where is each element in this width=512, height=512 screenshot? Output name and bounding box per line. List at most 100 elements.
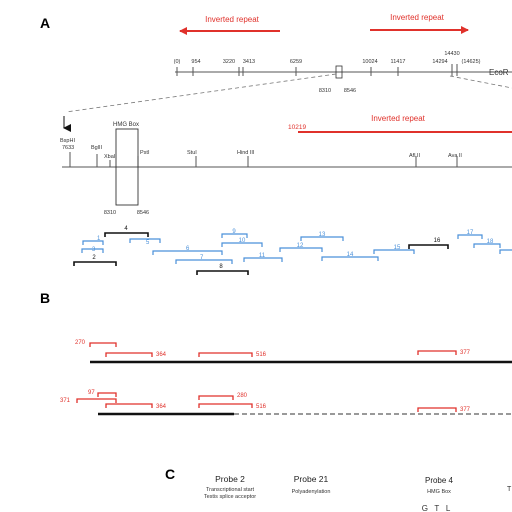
map-tick-label: 6259 xyxy=(290,59,302,65)
fragment-280 xyxy=(198,395,234,400)
hmg-region-box xyxy=(335,65,343,79)
probe-18-bar xyxy=(473,243,501,248)
fragment-377 xyxy=(417,350,457,355)
fragment-364 xyxy=(105,403,153,408)
panel-b-row-2: 97 371 364 280 516 377 xyxy=(60,390,512,416)
panel-b-row-1: 270 364 516 377 xyxy=(75,340,512,364)
probe-21-header: Probe 21 Polyadenylation xyxy=(292,474,331,495)
fragment-label: 364 xyxy=(156,404,167,410)
fragment-label: 371 xyxy=(60,398,71,404)
map-tick-label: 3220 xyxy=(223,59,235,65)
probe-15-bar xyxy=(373,249,415,254)
probe-2-header: Probe 2 Transcriptional start Testis spl… xyxy=(204,474,256,500)
map-tick-label: 14294 xyxy=(432,59,447,65)
fragment-516 xyxy=(198,403,253,408)
probe-5-bar xyxy=(129,238,161,243)
inverted-repeat-zoom-start: 10219 xyxy=(288,124,306,131)
probe-12-label: 12 xyxy=(297,243,304,249)
map-tick-label: (0) xyxy=(174,59,181,65)
panel-a-label: A xyxy=(40,15,50,31)
probe-1-bar xyxy=(82,240,104,245)
site-label: PstI xyxy=(140,150,150,156)
map-tick-label: 11417 xyxy=(391,59,406,65)
inverted-repeat-left-label: Inverted repeat xyxy=(205,15,260,24)
site-label: Hind III xyxy=(237,150,255,156)
probe-2-bar xyxy=(73,261,117,266)
probe-12-bar xyxy=(279,247,323,252)
probe-set: 4 2 8 16 1 3 5 6 7 9 10 11 12 13 14 15 1… xyxy=(73,226,512,275)
probe-21-sub: Polyadenylation xyxy=(292,489,331,495)
fragment-label: 364 xyxy=(156,352,167,358)
site-label: 7633 xyxy=(62,145,74,151)
probe-14-label: 14 xyxy=(347,252,354,258)
probe-4-letters: G T L xyxy=(422,504,451,512)
fragment-label: 280 xyxy=(237,393,248,399)
probe-16-bar xyxy=(408,244,449,249)
full-map: (0) 954 3220 3413 6259 10024 11417 14294… xyxy=(174,51,512,94)
map-tick-label: 954 xyxy=(191,59,200,65)
probe-3-label: 3 xyxy=(92,247,96,253)
map-tick-label-top: 14430 xyxy=(444,51,459,57)
probe-17-bar xyxy=(457,234,483,239)
fragment-label: 516 xyxy=(256,352,267,358)
inverted-repeat-right-label: Inverted repeat xyxy=(390,13,445,22)
fragment-label: 516 xyxy=(256,404,267,410)
fragment-377 xyxy=(417,407,457,412)
fragment-516 xyxy=(198,352,253,357)
probe-17-label: 17 xyxy=(467,230,474,236)
probe-4-sub: HMG Box xyxy=(427,489,451,495)
probe-8-label: 8 xyxy=(219,264,223,270)
fragment-label: 377 xyxy=(460,407,471,413)
map-tick-label: 3413 xyxy=(243,59,255,65)
site-label: Ava II xyxy=(448,153,462,159)
probe-6-label: 6 xyxy=(186,246,190,252)
probe-partial-bar xyxy=(499,249,512,254)
map-suffix: EcoR xyxy=(489,68,509,77)
hmg-box xyxy=(115,128,139,206)
box-start-label: 8310 xyxy=(319,88,331,94)
fragment-97 xyxy=(97,392,117,397)
probe-14-bar xyxy=(321,256,379,261)
probe-9-label: 9 xyxy=(232,229,236,235)
zoom-line-right xyxy=(449,75,512,89)
site-label: Afl II xyxy=(409,153,420,159)
site-label: BspHI xyxy=(60,138,75,144)
fragment-371 xyxy=(76,398,117,403)
probe-11-bar xyxy=(243,257,283,262)
probe-9-bar xyxy=(221,233,248,238)
probe-2-label: 2 xyxy=(92,255,96,261)
probe-2-title: Probe 2 xyxy=(215,474,245,484)
site-label: XbaI xyxy=(104,154,116,160)
zoom-line-left xyxy=(65,73,337,113)
inverted-repeat-right: Inverted repeat xyxy=(370,13,469,34)
hmg-box-label: HMG Box xyxy=(113,122,139,128)
probe-3-bar xyxy=(81,248,104,253)
inverted-repeat-zoom: Inverted repeat 10219 xyxy=(288,114,512,133)
probe-10-label: 10 xyxy=(239,238,246,244)
hmg-start-label: 8310 xyxy=(104,210,116,216)
fragment-270 xyxy=(89,342,117,347)
probe-13-label: 13 xyxy=(319,232,326,238)
panel-c-label: C xyxy=(165,466,175,482)
probe-7-label: 7 xyxy=(200,255,204,261)
site-label: StuI xyxy=(187,150,197,156)
zoom-map: BspHI 7633 BglII XbaI PstI StuI Hind III… xyxy=(60,116,512,216)
site-label: BglII xyxy=(91,145,102,151)
probe-4-label: 4 xyxy=(124,226,128,232)
cropped-header: T xyxy=(507,486,512,493)
fragment-364 xyxy=(105,352,153,357)
probe-1-label: 1 xyxy=(97,236,101,242)
map-tick-label: 10024 xyxy=(362,59,377,65)
inverted-repeat-zoom-label: Inverted repeat xyxy=(371,114,426,123)
panel-b-label: B xyxy=(40,290,50,306)
probe-6-bar xyxy=(152,250,223,255)
map-tick-label: (14625) xyxy=(462,59,481,65)
fragment-label: 270 xyxy=(75,340,86,346)
probe-10-bar xyxy=(221,242,263,247)
probe-13-bar xyxy=(300,236,344,241)
probe-2-sub2: Testis splice acceptor xyxy=(204,494,256,500)
box-end-label: 8546 xyxy=(344,88,356,94)
probe-8-bar xyxy=(196,270,249,275)
probe-5-label: 5 xyxy=(146,240,150,246)
